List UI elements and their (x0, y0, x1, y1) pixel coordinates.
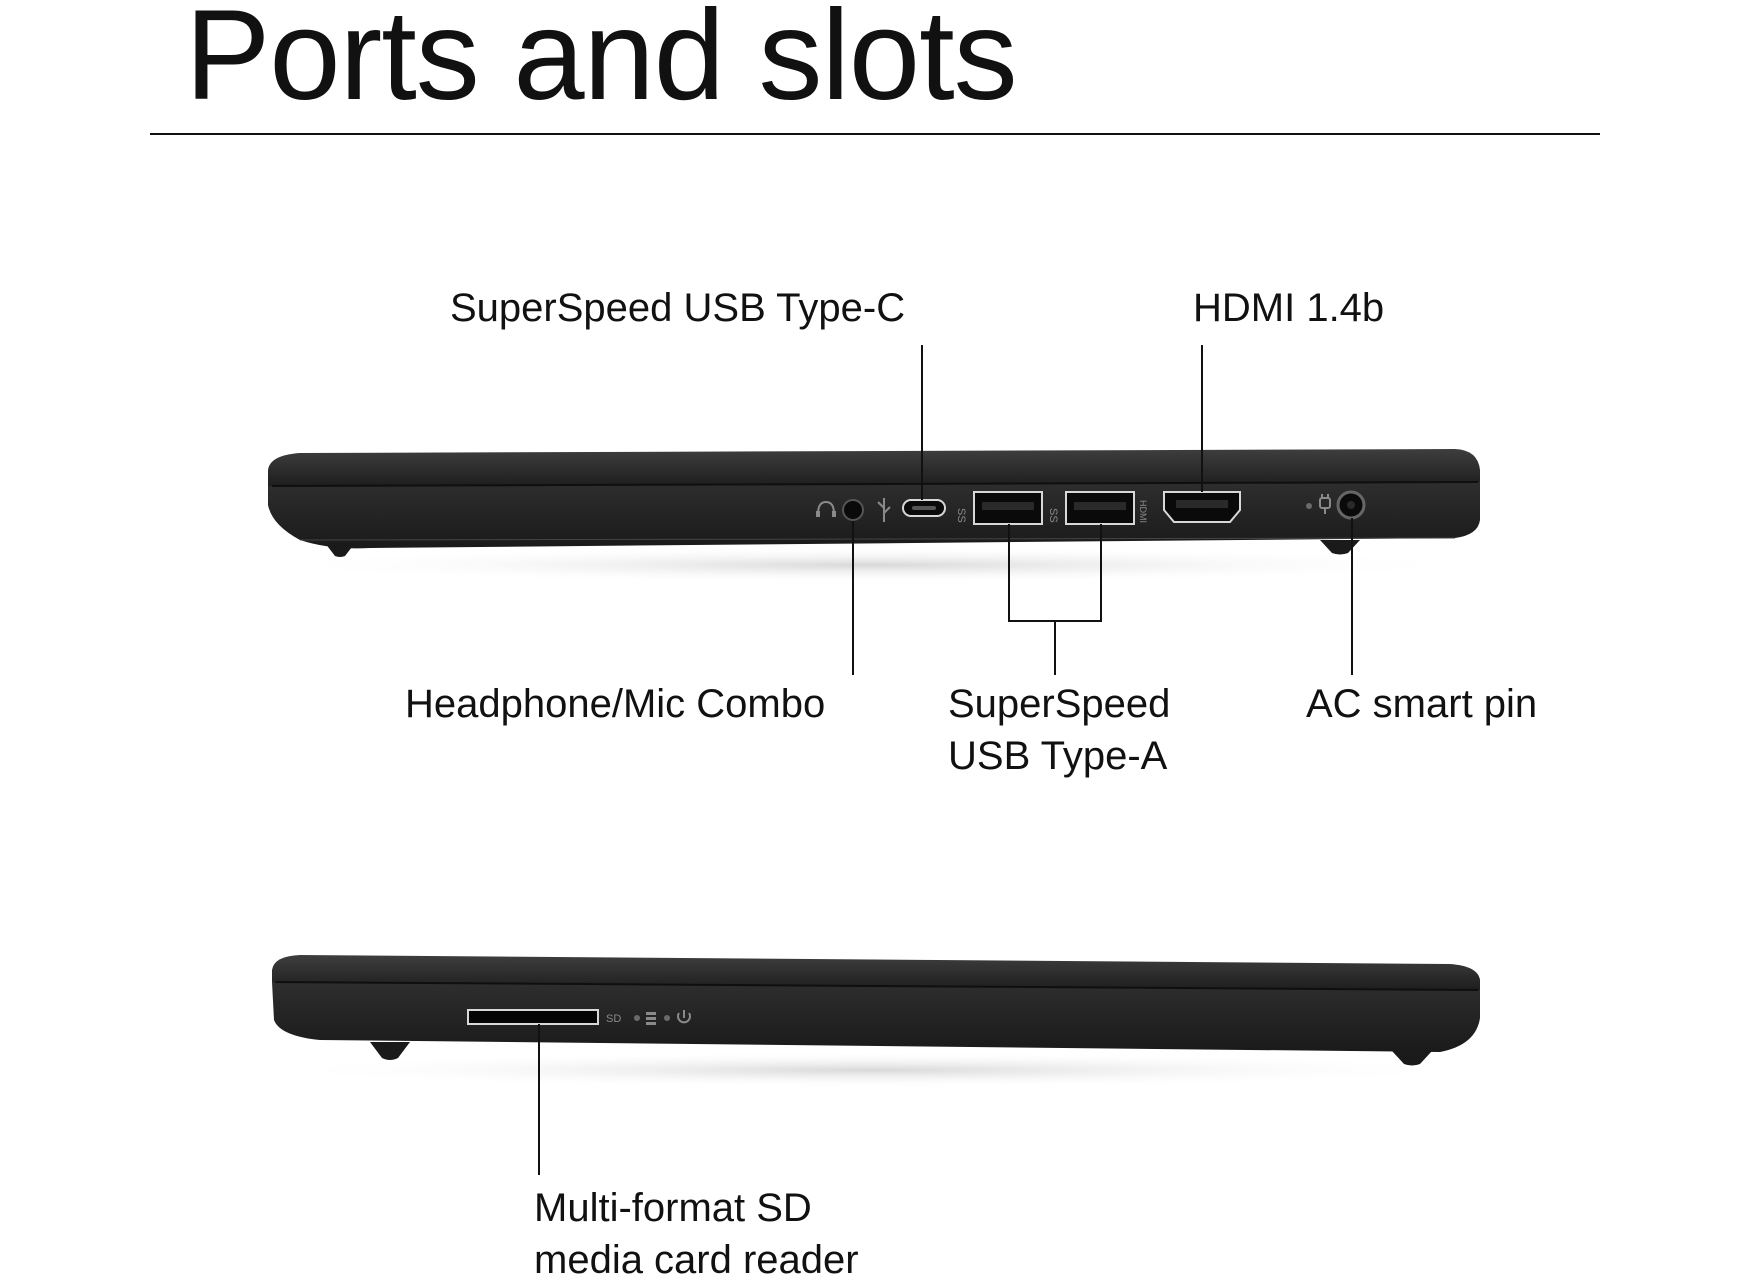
side-callout-lines (852, 345, 1353, 675)
laptop-side-foot-right (1320, 540, 1360, 555)
power-icon (677, 1010, 691, 1024)
laptop-side-foot-left (325, 543, 355, 557)
label-hdmi: HDMI 1.4b (1193, 282, 1384, 334)
label-usb-c: SuperSpeed USB Type-C (450, 282, 905, 334)
label-usb-a-line2: USB Type-A (948, 734, 1168, 778)
laptop-side-lid (268, 449, 1480, 486)
laptop-front-lid (272, 955, 1480, 990)
laptop-side-view: SS SS HDMI (260, 449, 1480, 583)
page-title: Ports and slots (185, 0, 1018, 127)
label-audio-text: Headphone/Mic Combo (405, 682, 826, 726)
label-usb-c-text: SuperSpeed USB Type-C (450, 286, 906, 330)
laptop-side-shadow (260, 547, 1480, 583)
sd-marking: SD (606, 1013, 621, 1025)
hdmi-marking: HDMI (1138, 500, 1148, 523)
status-led-2 (664, 1015, 670, 1021)
power-plug-icon (1319, 494, 1331, 514)
label-hdmi-text: HDMI 1.4b (1193, 286, 1385, 330)
laptop-front-view: SD (260, 955, 1480, 1088)
label-sd-line1: Multi-format SD (534, 1186, 812, 1230)
status-led-1 (634, 1015, 640, 1021)
usb-a-1-marking: SS (955, 508, 967, 523)
label-audio: Headphone/Mic Combo (405, 678, 825, 730)
laptop-front-base (272, 982, 1480, 1052)
label-sd: Multi-format SD media card reader (534, 1182, 859, 1286)
laptop-front-foot-right (1392, 1051, 1432, 1066)
sd-card-slot (467, 1009, 599, 1025)
laptop-front-shadow (260, 1052, 1480, 1088)
headphone-jack-port (842, 499, 864, 521)
usb-a-2-marking: SS (1047, 508, 1059, 523)
label-ac-pin: AC smart pin (1306, 678, 1537, 730)
label-usb-a-line1: SuperSpeed (948, 682, 1171, 726)
headphone-icon (816, 500, 836, 517)
title-divider (150, 133, 1600, 135)
charge-led (1306, 503, 1312, 509)
drive-activity-icon (646, 1012, 656, 1025)
label-ac-pin-text: AC smart pin (1306, 682, 1538, 726)
label-usb-a: SuperSpeed USB Type-A (948, 678, 1170, 782)
usb-icon (877, 498, 891, 522)
label-sd-line2: media card reader (534, 1238, 859, 1282)
laptop-front-foot-left (370, 1042, 410, 1060)
